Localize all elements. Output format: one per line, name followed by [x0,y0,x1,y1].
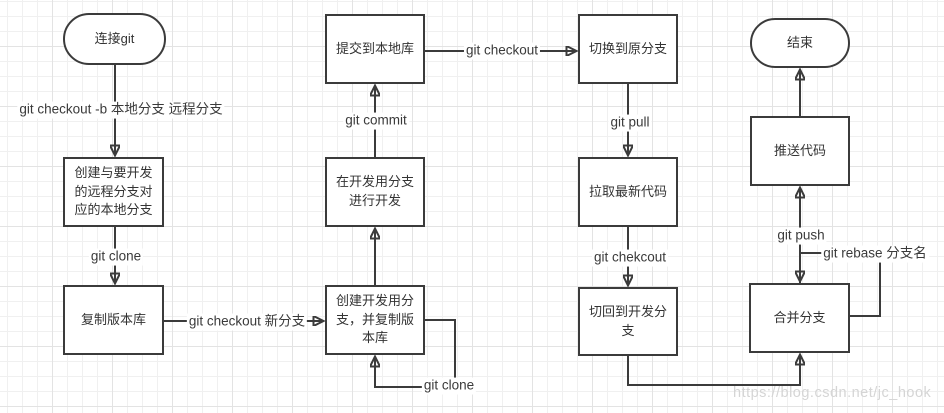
edge-label-checkout-b: git checkout -b 本地分支 远程分支 [17,101,225,119]
arrow-switch-back-to-merge [627,355,800,386]
edge-label-pull: git pull [608,114,652,132]
edge-label-checkout: git checkout [463,42,541,60]
edge-label-checkout-new: git checkout 新分支 [186,313,308,331]
edge-label-clone-1: git clone [88,248,144,266]
node-create-local-branch: 创建与要开发的远程分支对应的本地分支 [63,157,164,227]
edge-label-clone-2: git clone [421,377,477,395]
node-copy-repo: 复制版本库 [63,285,164,355]
edge-label-commit: git commit [343,112,409,130]
node-end: 结束 [750,18,850,68]
node-start: 连接git [63,13,166,65]
node-merge-branch: 合并分支 [749,283,850,353]
node-pull-latest: 拉取最新代码 [578,157,678,227]
node-switch-back-dev: 切回到开发分支 [578,287,678,356]
node-push-code: 推送代码 [750,116,850,186]
edge-label-rebase: git rebase 分支名 [821,245,929,263]
node-commit-local: 提交到本地库 [325,14,425,84]
node-create-dev-branch: 创建开发用分支，并复制版本库 [325,285,425,355]
node-switch-original: 切换到原分支 [578,14,678,84]
edge-label-push: git push [775,227,827,245]
watermark-text: https://blog.csdn.net/jc_hook [733,385,932,401]
node-develop: 在开发用分支进行开发 [325,157,425,227]
edge-label-chekcout: git chekcout [591,249,669,267]
